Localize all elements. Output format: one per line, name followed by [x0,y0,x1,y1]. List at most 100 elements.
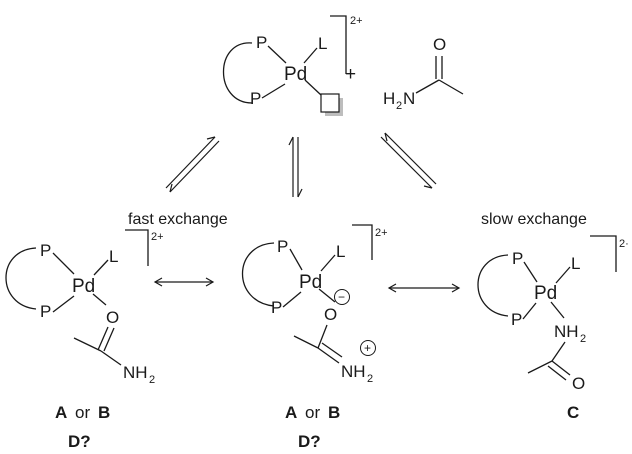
equilibrium-arrow-right [380,132,437,189]
bond-o-c [317,324,328,349]
complex-iminolate: P P Pd L O − NH 2 + 2+ [241,224,388,385]
bond-n-c [415,79,440,94]
caption-center: A or B D? [285,403,340,451]
atom-p-upper: P [277,237,288,256]
bond-p-pd [289,248,303,271]
minus-charge-icon [334,289,350,305]
bond-o-c [97,326,109,351]
charge-2plus: 2+ [151,231,164,243]
plus-sign: + [345,64,356,85]
charge-bracket [352,224,373,260]
label-c: C [567,403,579,422]
atom-pd: Pd [534,283,557,304]
atom-p-lower: P [511,310,522,329]
bond-p-pd [267,45,287,64]
label-b: B [328,403,340,422]
fast-exchange-label: fast exchange [128,211,228,228]
atom-p-lower: P [40,302,51,321]
atom-l: L [109,247,118,266]
atom-l: L [571,254,580,273]
label-b: B [98,403,110,422]
atom-o: O [433,35,446,54]
charge-2plus-cut: 2· [619,238,629,250]
complex-n-bound: P P Pd L NH 2 O 2· [477,235,629,393]
bond-pd-l [93,259,109,276]
plus-charge: + [364,341,371,355]
bond-c-o [547,365,567,381]
atom-o: O [572,374,585,393]
atom-nh: NH [123,363,148,382]
acetamide: H 2 N O [383,35,464,112]
atom-pd: Pd [299,272,322,293]
atom-pd: Pd [72,276,95,297]
subscript-2: 2 [580,333,586,345]
charge-bracket [125,229,149,266]
caption-right: C [567,403,579,422]
label-d: D? [298,432,321,451]
bond-c-o [551,360,571,376]
charge-2plus: 2+ [350,15,363,27]
atom-nh: NH [554,322,579,341]
bond-p-pd [261,83,286,99]
resonance-arrow [387,283,461,293]
label-or: or [305,403,320,422]
bond-p-pd [282,291,302,308]
equilibrium-arrow-center [288,136,303,198]
atom-p-lower: P [250,89,261,108]
bond-c-n [100,350,122,366]
bond-c-ch3 [527,360,553,374]
equilibrium-arrow-left [165,136,220,193]
label-d: D? [68,432,91,451]
bond-p-pd [523,261,538,283]
bond-p-pd [522,302,537,320]
atom-n: N [403,89,415,108]
bond-pd-l [555,266,571,284]
bond-pd-site [304,79,322,96]
atom-p-lower: P [271,298,282,317]
label-a: A [285,403,297,422]
charge-bracket [590,235,617,272]
bond-pd-n [550,301,565,319]
top-pd-complex: P P Pd L 2+ + [222,15,363,116]
subscript-2: 2 [367,373,373,385]
caption-left: A or B D? [55,403,110,451]
charge-bracket [330,15,347,74]
subscript-2: 2 [149,374,155,386]
bond-pd-o [318,288,336,303]
atom-p-upper: P [512,249,523,268]
atom-h: H [383,89,395,108]
chelate-arc [222,42,253,104]
bond-pd-o [92,293,107,306]
atom-o: O [324,305,337,324]
bond-o-c [103,327,115,352]
bond-c-ch3 [293,335,319,349]
charge-2plus: 2+ [375,227,388,239]
vacant-site-icon [320,93,340,113]
resonance-arrow [153,277,215,287]
bond-c-ch3 [73,337,102,352]
label-or: or [75,403,90,422]
minus-charge: − [338,290,345,304]
atom-l: L [336,242,345,261]
atom-o: O [106,308,119,327]
bond-pd-l [303,47,318,64]
bond-pd-l [320,254,336,272]
bond-c-n [321,342,343,358]
bond-p-pd [52,252,75,275]
chelate-arc [241,242,275,307]
atom-p-upper: P [40,241,51,260]
chelate-arc [5,247,37,310]
atom-pd: Pd [284,64,307,85]
bond-n-c [551,341,566,362]
atom-p-upper: P [256,33,267,52]
plus-charge-icon [360,340,376,356]
bond-c-ch3 [438,79,464,95]
bond-c-n [317,347,340,364]
label-a: A [55,403,67,422]
atom-nh: NH [341,362,366,381]
slow-exchange-label: slow exchange [481,211,587,228]
subscript-2: 2 [396,100,402,112]
chelate-arc [477,254,509,317]
bond-p-pd [52,295,75,313]
